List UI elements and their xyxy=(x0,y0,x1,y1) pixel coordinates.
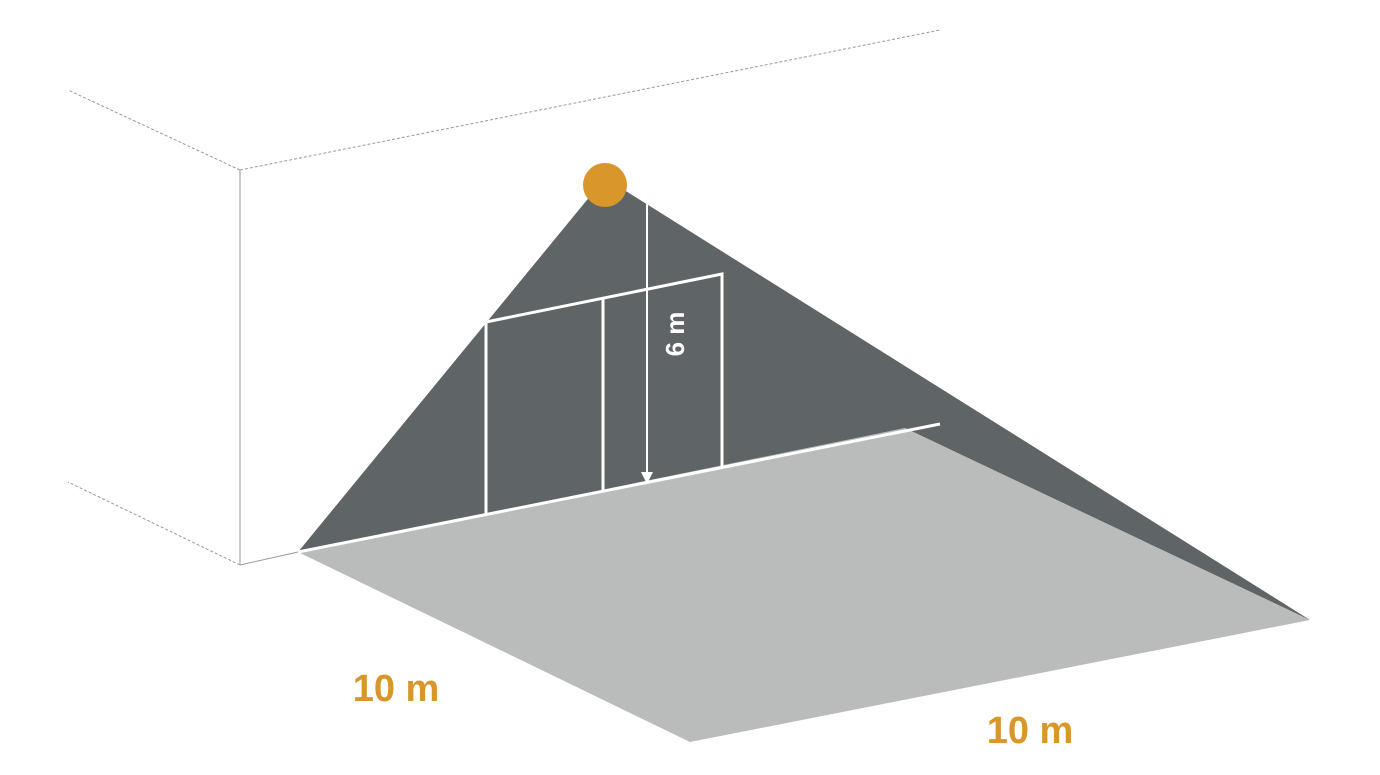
floor-coverage-area xyxy=(298,428,1310,742)
wall-base-line xyxy=(297,422,941,554)
building-base-edge xyxy=(239,551,299,566)
sensor-dot-icon xyxy=(583,163,627,207)
width-label: 10 m xyxy=(987,710,1074,752)
building-top-left-edge xyxy=(67,89,241,171)
detection-cone xyxy=(298,178,1310,620)
building-bottom-left-edge xyxy=(67,481,241,566)
height-label: 6 m xyxy=(660,312,690,357)
building-top-back-edge xyxy=(239,29,941,171)
double-door xyxy=(484,272,724,514)
building-outline xyxy=(67,29,941,566)
depth-label: 10 m xyxy=(353,668,440,710)
